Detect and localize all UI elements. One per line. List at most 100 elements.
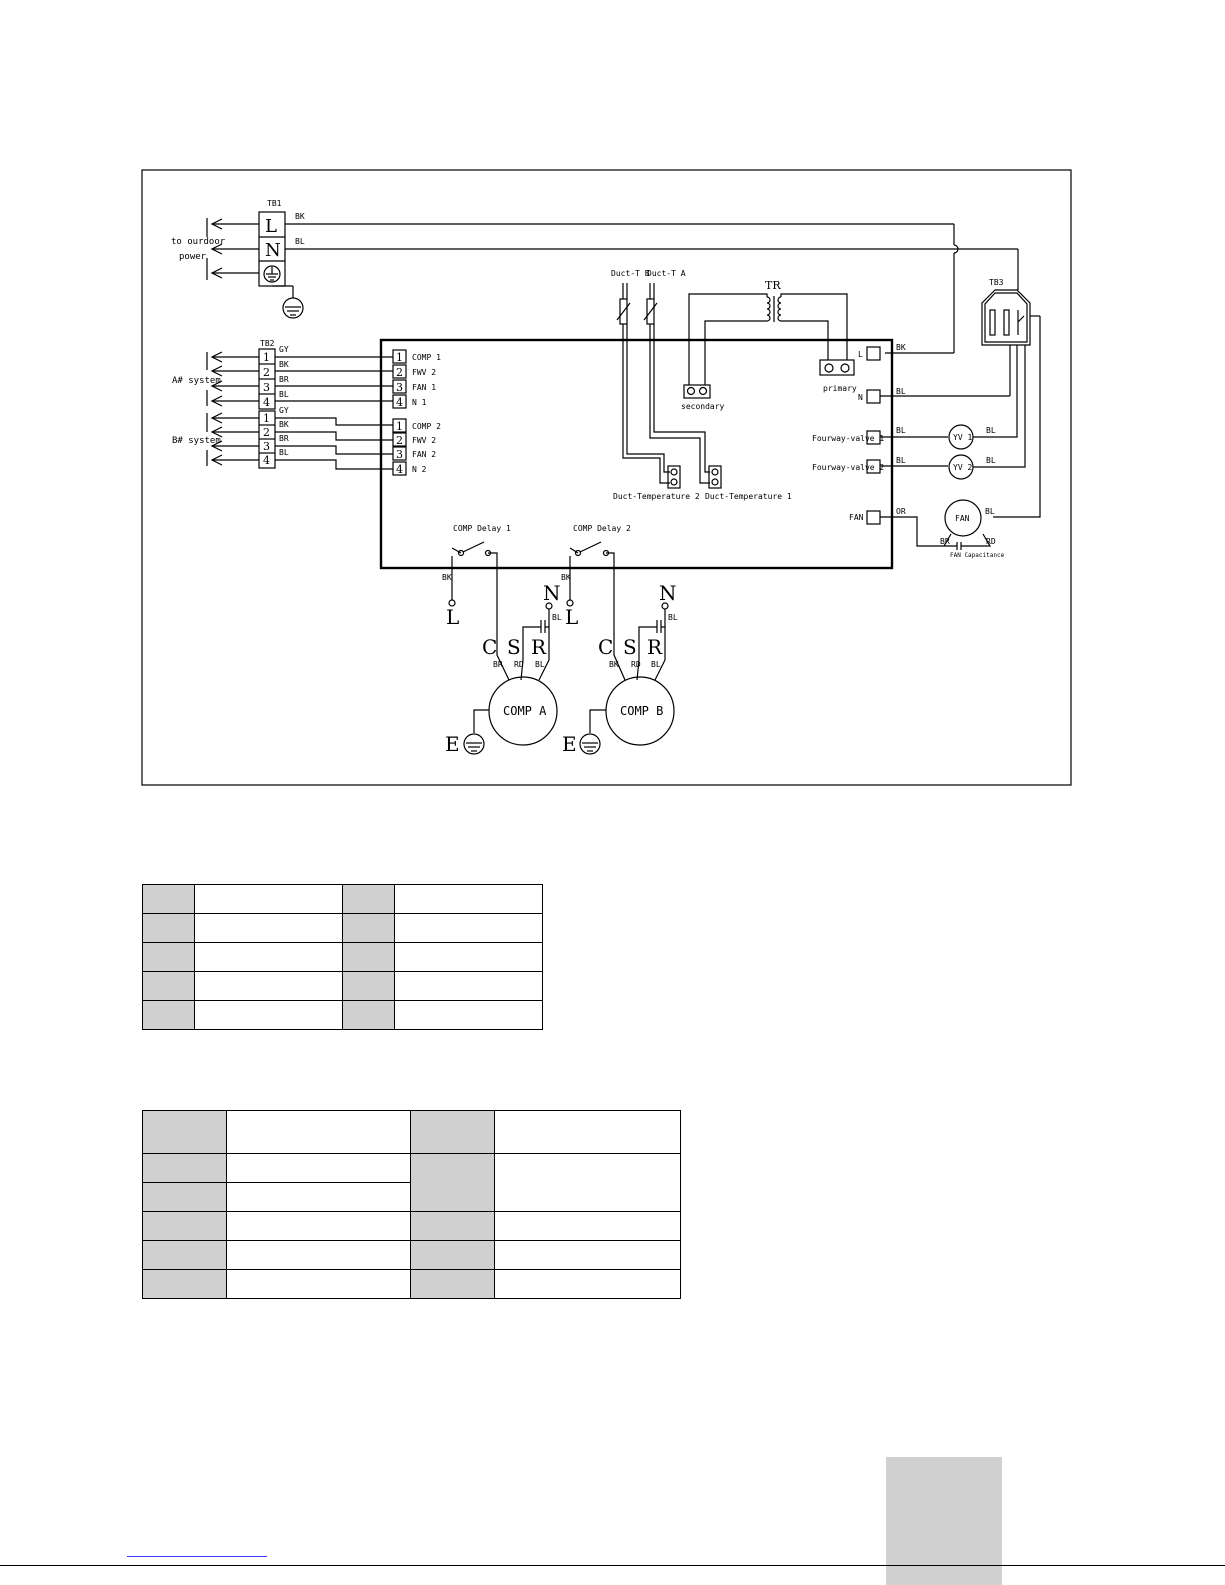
- tb2-a-num-4: 4: [263, 396, 270, 409]
- table-row: [142, 913, 543, 943]
- comp-a-n-label: N: [543, 581, 561, 605]
- table-row: [142, 1269, 681, 1299]
- port-num-a4: 4: [396, 396, 403, 409]
- secondary-label: secondary: [681, 402, 725, 411]
- fan-motor-wire: BL: [985, 507, 995, 516]
- port-fan-label: FAN: [849, 513, 864, 522]
- duct-t-a-label: Duct-T A: [647, 269, 686, 278]
- table-row: [142, 942, 543, 972]
- comp-delay2-label: COMP Delay 2: [573, 524, 631, 533]
- comp-b-wire-c: BK: [609, 660, 619, 669]
- tb1-wire-l: BK: [295, 212, 305, 221]
- wire-yv2-label: BL: [986, 456, 996, 465]
- relay1-wire-label: BK: [442, 573, 452, 582]
- comp-delay-relays: COMP Delay 1 COMP Delay 2 BK BK: [442, 524, 631, 681]
- wire-l-label: BK: [896, 343, 906, 352]
- table-row: [142, 1211, 681, 1241]
- board-left-ports: 1 2 3 4 1 2 3 4 COMP 1 FWV 2 FAN 1 N 1 C…: [392, 349, 441, 476]
- yv1-label: YV 1: [953, 433, 972, 442]
- tb1-note-line2: power: [179, 252, 207, 262]
- wire-fv1-label: BL: [896, 426, 906, 435]
- comp-a-s-label: S: [507, 635, 521, 659]
- port-n2: N 2: [412, 465, 427, 474]
- comp-b-label: COMP B: [620, 704, 663, 718]
- board-right-ports: L N Fourway-valve 1 Fourway-valve 2 FAN …: [812, 343, 1026, 525]
- tb3-label: TB3: [989, 278, 1004, 287]
- tb1-terminal-block: TB1 L N to ourdoor power: [171, 199, 304, 319]
- tb2-b-wire-4: BL: [279, 448, 289, 457]
- port-fv2-label: Fourway-valve 2: [812, 463, 884, 472]
- tb1-label: TB1: [267, 199, 282, 208]
- comp-b-e-label: E: [562, 732, 577, 756]
- yv2-label: YV 2: [953, 463, 972, 472]
- fan-right-wire: RD: [986, 537, 996, 546]
- port-num-b4: 4: [396, 463, 403, 476]
- fan-motor-label: FAN: [955, 514, 970, 523]
- comp-a-r-label: R: [531, 635, 547, 659]
- port-num-a3: 3: [396, 381, 403, 394]
- table-row: [142, 1240, 681, 1270]
- comp-b-s-label: S: [623, 635, 637, 659]
- duct-temperature-sensors: Duct-T B Duct-T A Duct-Temperature 2 Duc…: [611, 269, 792, 501]
- comp-a-wire-r: BL: [535, 660, 545, 669]
- fan-motor: FAN BL BR RD FAN Capacitance: [880, 499, 1005, 559]
- transformer-label: TR: [765, 279, 781, 292]
- fan-left-wire: BR: [940, 537, 950, 546]
- port-comp2: COMP 2: [412, 422, 441, 431]
- footer-link[interactable]: [127, 1556, 267, 1557]
- compressor-b: L N BL C S R BK RD BL COMP B E: [562, 581, 678, 756]
- table-row: [142, 1182, 681, 1212]
- table-row: [142, 1153, 681, 1212]
- tb2-a-wire-1: GY: [279, 345, 289, 354]
- tb2-a-num-1: 1: [263, 351, 270, 364]
- port-n1: N 1: [412, 398, 427, 407]
- wire-fv2-label: BL: [896, 456, 906, 465]
- component-table-2: [142, 1110, 681, 1299]
- table-row: [142, 1110, 681, 1154]
- comp-b-n-label: N: [659, 581, 677, 605]
- page-number-box: [886, 1457, 1002, 1585]
- port-num-b1: 1: [396, 420, 403, 433]
- comp-b-c-label: C: [598, 635, 613, 659]
- port-num-a1: 1: [396, 351, 403, 364]
- fan-capacitance-label: FAN Capacitance: [950, 552, 1005, 559]
- external-ground-icon: [282, 297, 304, 319]
- tb1-note-line1: to ourdoor: [171, 237, 226, 247]
- duct-temp1-label: Duct-Temperature 1: [705, 492, 792, 501]
- table-row: [142, 884, 543, 914]
- duct-t-b-label: Duct-T B: [611, 269, 650, 278]
- comp-b-wire-r: BL: [651, 660, 661, 669]
- diagram-frame: [141, 169, 1072, 786]
- port-num-b3: 3: [396, 448, 403, 461]
- a-system-label: A# system: [172, 376, 221, 386]
- wire-fan-label: OR: [896, 507, 906, 516]
- tb2-a-num-3: 3: [263, 381, 270, 394]
- tb2-b-wire-2: BK: [279, 420, 289, 429]
- port-comp1: COMP 1: [412, 353, 441, 362]
- wire-code-table-1: [142, 884, 543, 1030]
- duct-temp2-label: Duct-Temperature 2: [613, 492, 700, 501]
- wire-n-label: BL: [896, 387, 906, 396]
- port-num-a2: 2: [396, 366, 403, 379]
- tb2-label: TB2: [260, 339, 275, 348]
- table-row: [142, 971, 543, 1001]
- port-fv1-label: Fourway-valve 1: [812, 434, 884, 443]
- tb2-terminal-block: TB2 1 2 3 4 1 2 3 4 A# system: [172, 339, 393, 470]
- comp-a-l-label: L: [446, 605, 459, 629]
- tb2-b-num-2: 2: [263, 426, 270, 439]
- transformer: TR secondary primary: [681, 279, 857, 411]
- comp-b-l-label: L: [565, 605, 578, 629]
- tb2-a-wire-4: BL: [279, 390, 289, 399]
- table-row: [142, 1000, 543, 1030]
- comp-a-wire-s: RD: [514, 660, 524, 669]
- tb1-ground-icon: [263, 265, 281, 283]
- tb1-l-label: L: [265, 216, 277, 237]
- port-fan2: FAN 2: [412, 450, 436, 459]
- compressor-a: L N BL C S R BR RD BL COMP A E: [445, 581, 562, 756]
- comp-b-ground-icon: [579, 733, 601, 755]
- port-l-label: L: [858, 350, 863, 359]
- port-fan1: FAN 1: [412, 383, 436, 392]
- comp-a-wire-c: BR: [493, 660, 503, 669]
- tb2-b-num-1: 1: [263, 412, 270, 425]
- comp-a-ground-icon: [463, 733, 485, 755]
